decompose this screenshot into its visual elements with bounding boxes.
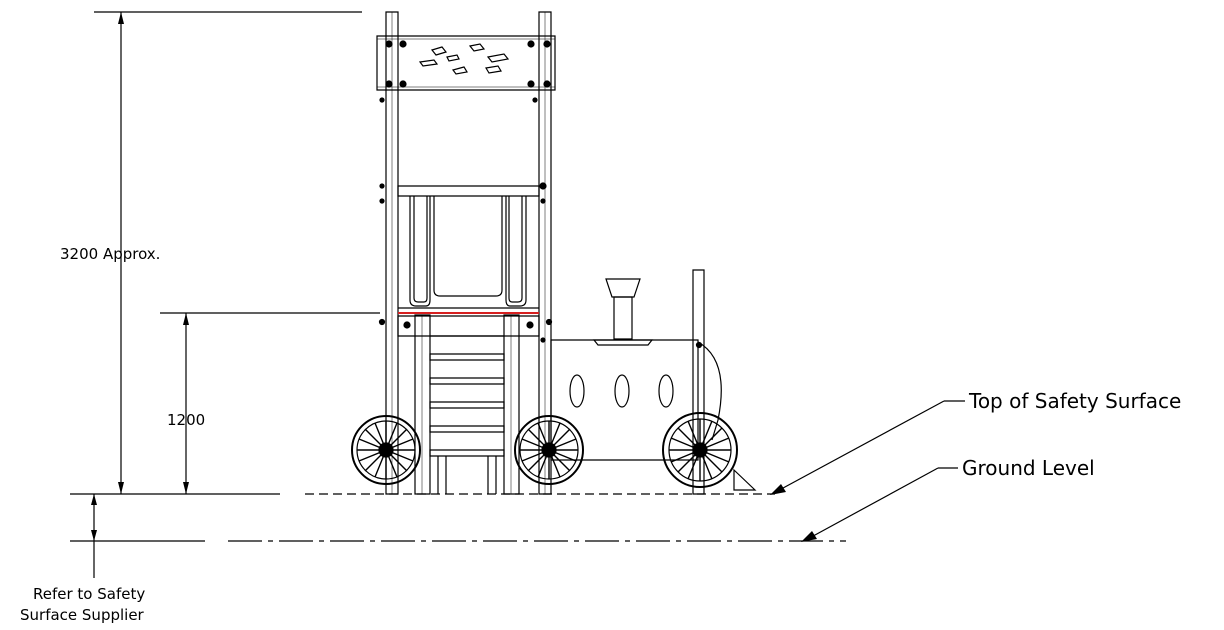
overall-height-label: 3200 Approx. bbox=[60, 245, 161, 263]
wheel-right bbox=[663, 413, 737, 487]
train-rear-post bbox=[693, 270, 704, 494]
train-chimney bbox=[594, 279, 652, 345]
ladder bbox=[415, 315, 519, 494]
platform bbox=[380, 313, 552, 336]
dimension-overall-height bbox=[94, 12, 362, 494]
safety-surface-label: Top of Safety Surface bbox=[969, 389, 1182, 413]
dimension-platform-height bbox=[160, 313, 380, 494]
platform-height-label: 1200 bbox=[167, 411, 206, 429]
leader-ground-level bbox=[801, 468, 958, 542]
wheel-left bbox=[352, 416, 420, 484]
slide-frame bbox=[380, 183, 546, 308]
supplier-note-line1: Refer to Safety bbox=[33, 585, 146, 603]
leader-safety-surface bbox=[770, 401, 965, 495]
wheel-middle bbox=[515, 416, 583, 484]
supplier-note-line2: Surface Supplier bbox=[20, 606, 144, 624]
ground-level-label: Ground Level bbox=[962, 456, 1095, 480]
cow-catcher bbox=[734, 470, 755, 490]
roof-panel bbox=[377, 36, 555, 102]
dimension-surface-depth bbox=[70, 494, 280, 578]
tower-posts bbox=[386, 12, 551, 494]
